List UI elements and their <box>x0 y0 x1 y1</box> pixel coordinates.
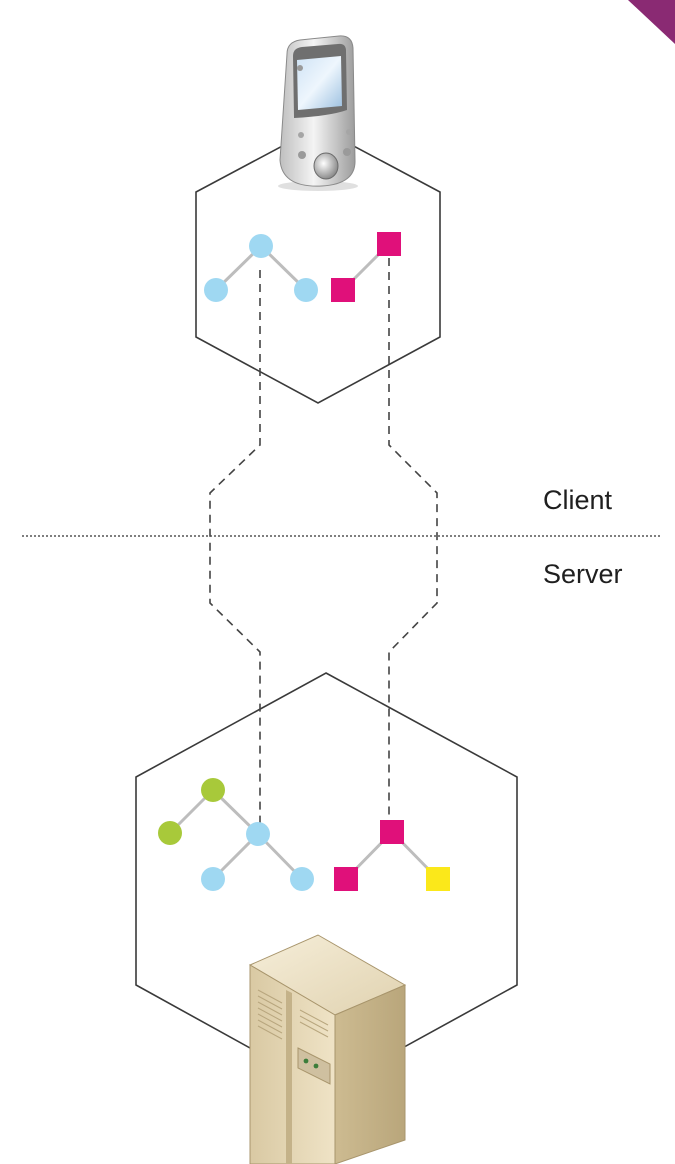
blue-tree-connector <box>209 270 261 830</box>
pda-device-icon <box>278 35 358 191</box>
client-magenta-top-node <box>377 232 401 256</box>
client-blue-left-node <box>204 278 228 302</box>
server-yellow-node <box>426 867 450 891</box>
server-blue-right-node <box>290 867 314 891</box>
server-magenta-top-node <box>380 820 404 844</box>
magenta-tree-connector <box>388 244 438 830</box>
client-magenta-bottom-node <box>331 278 355 302</box>
server-green-leaf-node <box>158 821 182 845</box>
server-blue-left-node <box>201 867 225 891</box>
connector-lines <box>209 244 438 830</box>
client-blue-right-node <box>294 278 318 302</box>
server-tower-icon <box>248 934 407 1164</box>
client-zone-label: Client <box>543 485 613 515</box>
client-hexagon <box>195 126 441 404</box>
server-green-root-node <box>201 778 225 802</box>
client-tree <box>204 232 401 302</box>
server-zone-label: Server <box>543 559 623 589</box>
client-blue-root-node <box>249 234 273 258</box>
server-magenta-left-node <box>334 867 358 891</box>
corner-accent <box>628 0 675 44</box>
server-blue-root-node <box>246 822 270 846</box>
server-tree <box>158 778 450 891</box>
